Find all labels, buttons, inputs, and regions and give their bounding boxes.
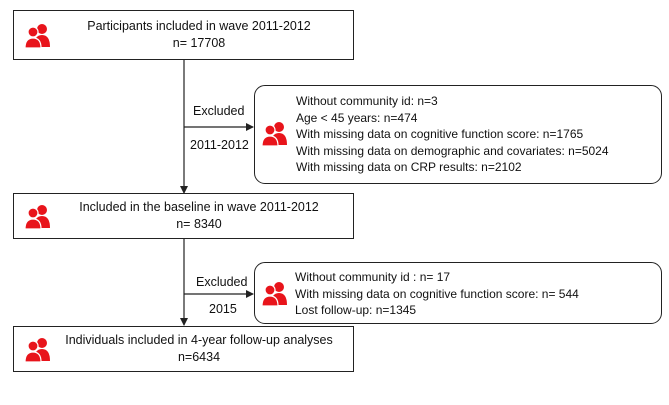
box-exclusion-2-text: Without community id : n= 17 With missin…	[295, 269, 579, 319]
box-exclusion-1: Without community id: n=3 Age < 45 years…	[254, 85, 662, 184]
excluded-label-2: Excluded	[196, 275, 248, 289]
box-followup-text: Individuals included in 4-year follow-up…	[54, 332, 344, 365]
people-icon	[24, 205, 50, 229]
people-icon	[261, 282, 287, 306]
box-line: With missing data on cognitive function …	[295, 286, 579, 301]
box-baseline: Included in the baseline in wave 2011-20…	[13, 193, 354, 239]
box-baseline-text: Included in the baseline in wave 2011-20…	[54, 199, 344, 232]
excluded-period-2: 2015	[209, 302, 237, 316]
box-exclusion-1-text: Without community id: n=3 Age < 45 years…	[296, 93, 609, 176]
box-line: Individuals included in 4-year follow-up…	[65, 333, 333, 347]
box-followup: Individuals included in 4-year follow-up…	[13, 326, 354, 372]
people-icon	[24, 338, 50, 362]
box-line: With missing data on cognitive function …	[296, 127, 584, 142]
box-exclusion-2: Without community id : n= 17 With missin…	[254, 262, 662, 324]
excluded-label-1: Excluded	[193, 104, 245, 118]
excluded-period-1: 2011-2012	[190, 138, 249, 152]
box-wave-2011-text: Participants included in wave 2011-2012 …	[54, 18, 344, 51]
box-line: Without community id : n= 17	[295, 270, 451, 284]
box-line: Included in the baseline in wave 2011-20…	[79, 200, 319, 214]
people-icon	[261, 122, 287, 146]
box-line: Without community id: n=3	[296, 94, 438, 108]
box-line: Age < 45 years: n=474	[296, 110, 418, 125]
box-line: With missing data on demographic and cov…	[296, 143, 609, 158]
people-icon	[24, 24, 50, 48]
box-line: n= 17708	[172, 35, 226, 50]
box-line: With missing data on CRP results: n=2102	[296, 160, 522, 175]
box-line: n=6434	[177, 349, 221, 364]
box-wave-2011: Participants included in wave 2011-2012 …	[13, 10, 354, 60]
box-line: Lost follow-up: n=1345	[295, 303, 417, 317]
box-line: Participants included in wave 2011-2012	[87, 19, 311, 33]
box-line: n= 8340	[176, 216, 222, 231]
